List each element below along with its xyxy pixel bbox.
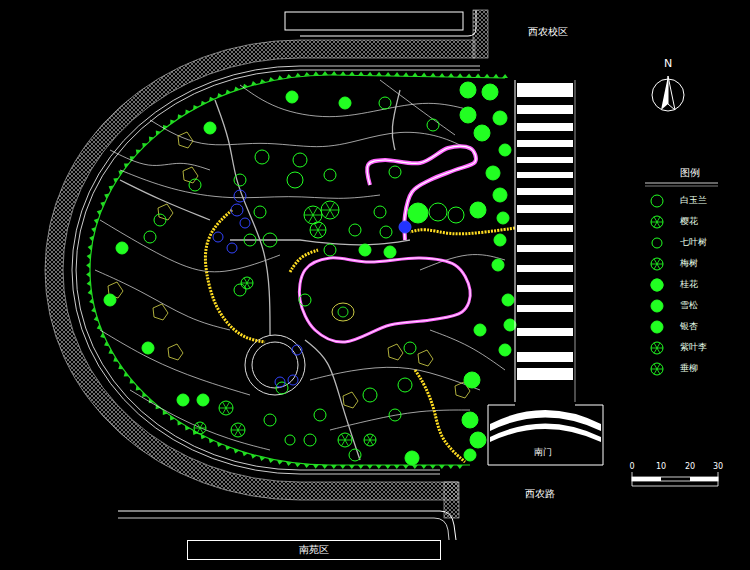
entrance-paving: [517, 83, 573, 380]
map-label: 30: [713, 463, 723, 472]
paving-edge: [575, 80, 576, 402]
north-arrow: [652, 76, 684, 111]
building-name: 南苑区: [299, 543, 329, 557]
map-label: N: [664, 58, 672, 70]
map-label: 南门: [534, 448, 552, 458]
legend-rule: [645, 183, 718, 184]
legend-swatch: [652, 238, 662, 248]
legend-swatch: [651, 258, 663, 270]
map-label: 0: [629, 463, 634, 472]
top-building: [285, 12, 463, 30]
map-label: 20: [685, 463, 695, 472]
road-edge: [76, 70, 480, 470]
road-edge: [118, 518, 449, 540]
legend-swatch: [651, 279, 663, 291]
legend-text: 樱花: [680, 217, 698, 227]
legend-rule: [645, 186, 718, 187]
road-edge: [72, 66, 480, 474]
legend-swatch: [651, 216, 663, 228]
pond: [299, 146, 476, 342]
footpaths: [120, 90, 410, 460]
road-edge: [118, 511, 456, 540]
legend-text: 垂柳: [680, 364, 698, 374]
park-boundary: [90, 75, 505, 465]
boundary-hedge: [86, 71, 508, 469]
gate-arc: [490, 424, 601, 443]
contour-lines: [95, 80, 505, 450]
legend-text: 白玉兰: [680, 196, 707, 206]
paving-edge: [515, 80, 516, 402]
hatched-road-band: [45, 40, 475, 500]
road-edge: [300, 10, 476, 36]
map-label: 西农校区: [528, 26, 568, 37]
legend-text: 银杏: [680, 322, 698, 332]
round-plaza: [245, 335, 305, 395]
legend-swatch: [651, 300, 663, 312]
legend-text: 梅树: [680, 259, 698, 269]
legend-swatch: [651, 342, 663, 354]
gate-outline: [488, 405, 603, 465]
legend-text: 七叶树: [680, 238, 707, 248]
legend-swatch: [651, 321, 663, 333]
map-label: 图例: [680, 167, 700, 178]
stepping-paths: [205, 210, 515, 462]
scale-bar: [632, 472, 718, 486]
round-plaza: [252, 342, 298, 388]
map-label: 10: [656, 463, 666, 472]
legend-text: 桂花: [680, 280, 698, 290]
legend-swatch: [651, 195, 663, 207]
legend-swatch: [651, 363, 663, 375]
legend-text: 紫叶李: [680, 343, 707, 353]
tree-symbols: [104, 82, 516, 465]
hatched-road-band: [473, 10, 488, 58]
flower-beds: [108, 132, 470, 408]
map-label: 西农路: [525, 488, 555, 499]
building-box: 南苑区: [187, 540, 441, 560]
legend-text: 雪松: [680, 301, 698, 311]
legend-samples: [651, 195, 663, 375]
